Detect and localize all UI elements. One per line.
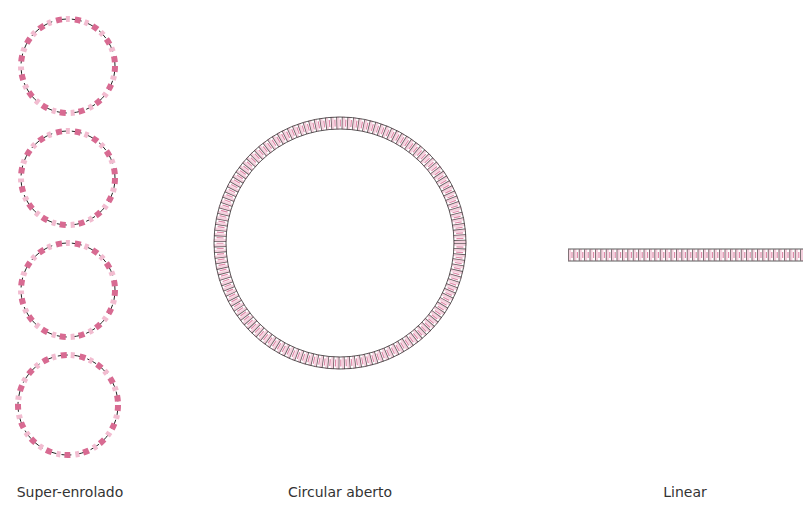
supercoiled-dna — [18, 19, 118, 455]
form-label: Circular aberto — [288, 484, 392, 500]
linear-dna — [568, 249, 803, 261]
open-circular-dna — [214, 117, 466, 369]
form-label: Linear — [663, 484, 707, 500]
form-label: Super-enrolado — [17, 484, 124, 500]
